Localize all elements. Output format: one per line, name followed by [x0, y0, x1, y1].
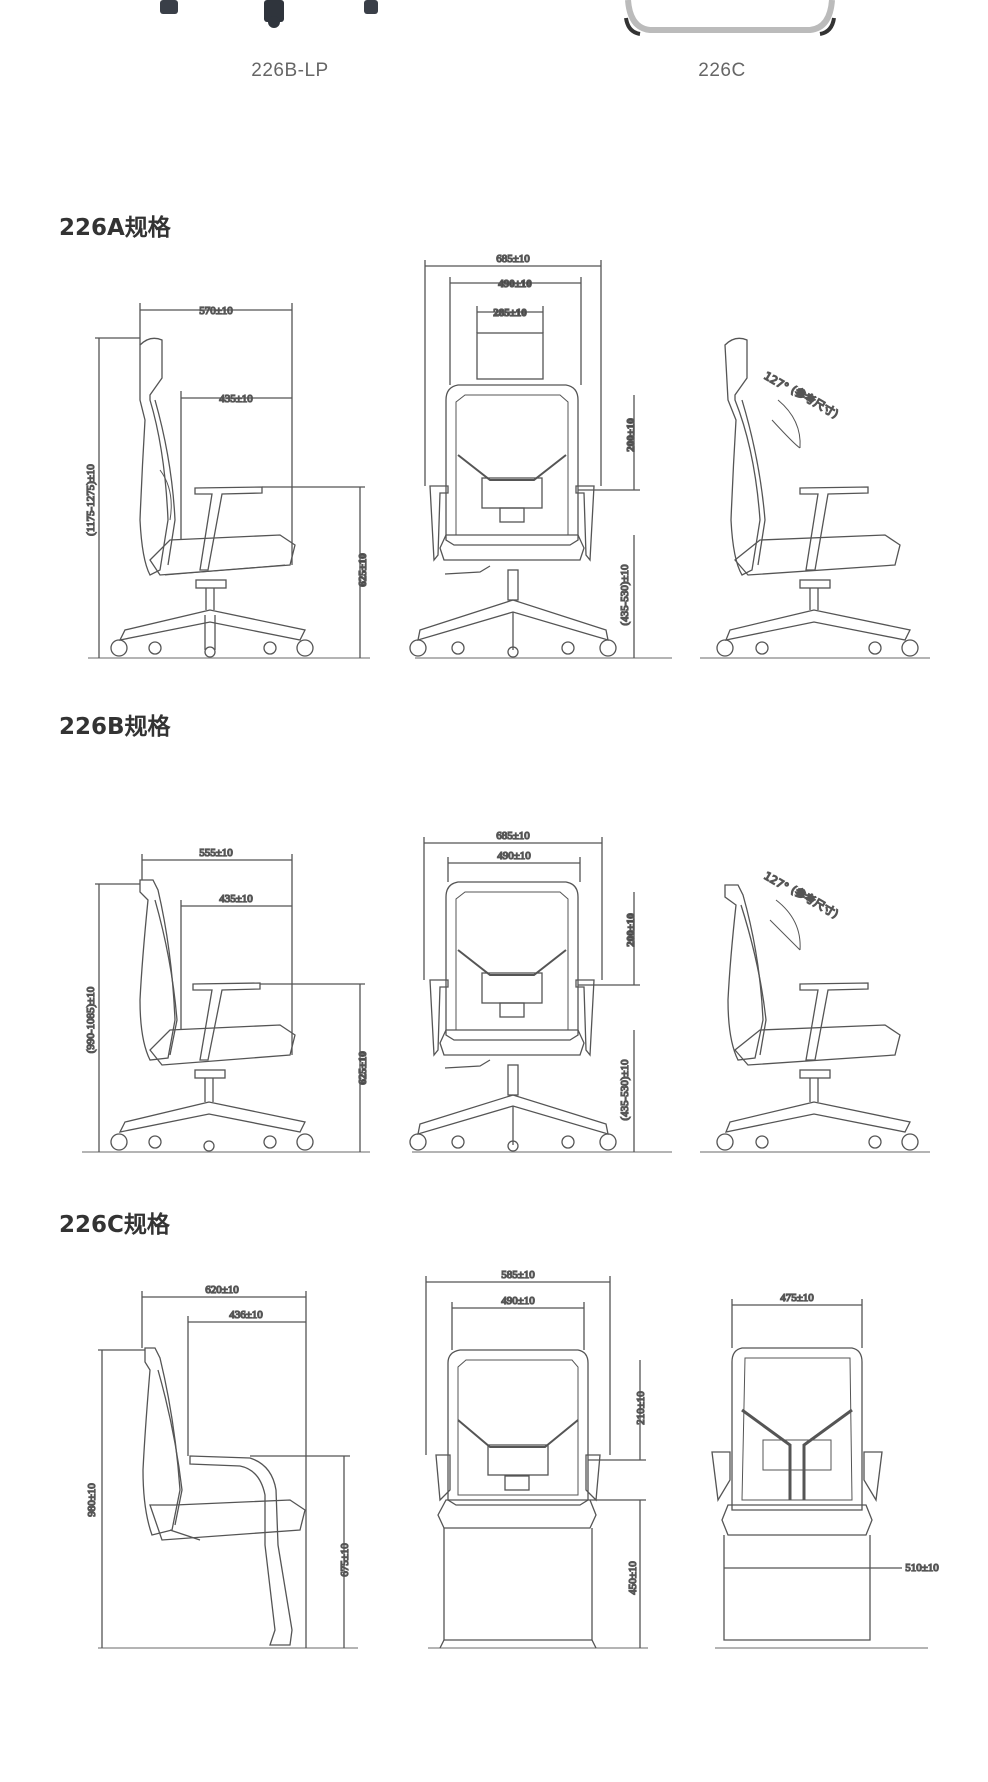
top-product-photo-226c [624, 0, 836, 36]
dim-226c-front-total-width: 585±10 [501, 1269, 535, 1281]
dim-226a-lumbar-height: 200±10 [625, 418, 637, 452]
dim-226c-lumbar-height: 210±10 [635, 1391, 647, 1425]
dim-226a-recline-angle: 127° [762, 369, 791, 394]
section-title-226a: 226A规格 [59, 215, 171, 241]
dim-226c-back-width: 475±10 [780, 1292, 814, 1304]
diagram-226b-side [82, 854, 370, 1153]
dim-226c-back-base-width: 510±10 [905, 1562, 939, 1574]
dim-226c-front-seat-width: 490±10 [501, 1295, 535, 1307]
diagram-226c-side [98, 1291, 358, 1649]
dim-226b-recline-angle: 127° [762, 869, 791, 894]
product-label-226b-lp: 226B-LP [251, 60, 329, 81]
diagram-226c-front [425, 1276, 648, 1649]
dim-226a-front-total-width: 685±10 [496, 253, 530, 265]
dim-226c-seat-depth: 436±10 [229, 1309, 263, 1321]
dim-226b-armrest-height: 625±10 [357, 1051, 369, 1085]
product-label-226c: 226C [698, 60, 746, 81]
dim-226b-seat-depth: 435±10 [219, 893, 253, 905]
dim-226b-front-total-width: 685±10 [496, 830, 530, 842]
dim-226b-total-height: (990-1085)±10 [85, 986, 97, 1053]
section-title-226c: 226C规格 [59, 1212, 170, 1238]
dim-226a-seat-depth: 435±10 [219, 393, 253, 405]
dim-226a-front-seat-width: 490±10 [498, 278, 532, 290]
dim-226c-seat-height: 450±10 [627, 1561, 639, 1595]
diagram-226b-recline [700, 884, 930, 1153]
dim-226c-total-height: 980±10 [86, 1483, 98, 1517]
diagram-226a-recline [700, 337, 930, 659]
dim-226a-headrest-width: 285±10 [493, 307, 527, 319]
section-title-226b: 226B规格 [59, 714, 171, 740]
top-product-photo-226b-lp [160, 0, 378, 28]
dim-226b-front-seat-width: 490±10 [497, 850, 531, 862]
diagram-226c-back [711, 1299, 928, 1649]
dim-226a-armrest-height: 625±10 [357, 553, 369, 587]
dim-226c-armrest-height: 675±10 [339, 1543, 351, 1577]
dim-226b-seat-height: (435-530)±10 [619, 1059, 631, 1121]
dim-226a-total-height: (1175-1275)±10 [85, 464, 97, 536]
diagram-226b-front [409, 837, 672, 1153]
dim-226a-side-width: 570±10 [199, 305, 233, 317]
dim-226a-seat-height: (435-530)±10 [619, 564, 631, 626]
dim-226b-recline-note: (参考尺寸) [789, 882, 842, 920]
dim-226b-side-width: 555±10 [199, 847, 233, 859]
dim-226a-recline-note: (参考尺寸) [789, 382, 842, 420]
dim-226b-lumbar-height: 200±10 [625, 913, 637, 947]
dim-226c-side-width: 620±10 [205, 1284, 239, 1296]
diagram-226a-side [88, 303, 370, 659]
diagram-226a-front [409, 260, 672, 659]
